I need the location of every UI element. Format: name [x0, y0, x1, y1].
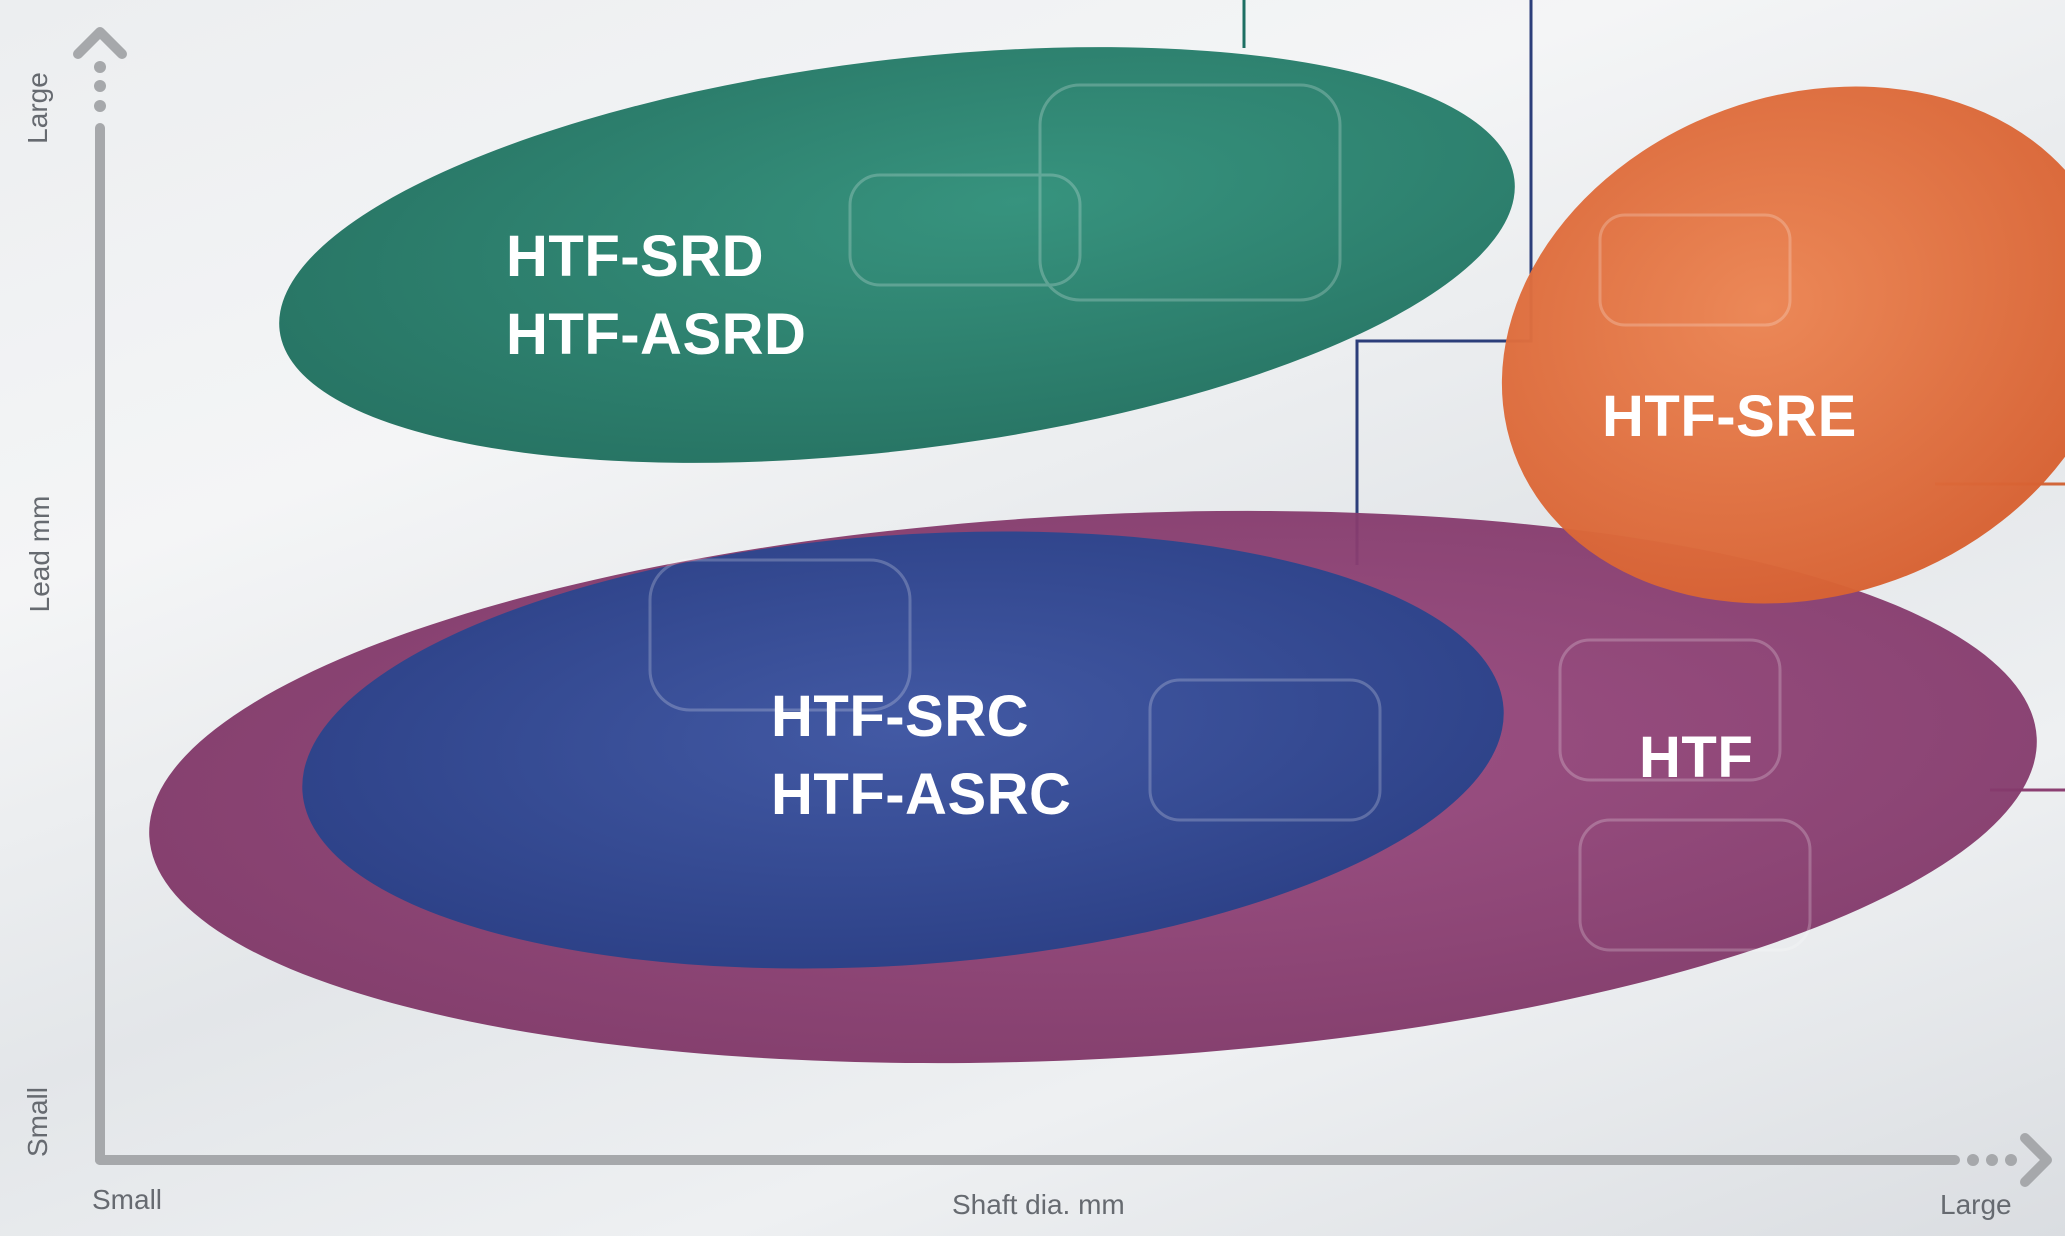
y-axis-dot — [94, 80, 106, 92]
x-axis-high-label: Large — [1940, 1189, 2012, 1220]
region-htf-src — [302, 531, 1504, 969]
x-axis-dot — [2005, 1154, 2017, 1166]
y-axis-dot — [94, 100, 106, 112]
label-line: HTF-ASRC — [771, 762, 1072, 827]
label-htf-srd: HTF-SRD HTF-ASRD — [506, 218, 806, 374]
y-axis-low-label: Small — [22, 1087, 53, 1158]
label-htf-src: HTF-SRC HTF-ASRC — [771, 678, 1071, 834]
x-axis-dot — [1967, 1154, 1979, 1166]
connector-line-blue — [1355, 0, 1533, 565]
label-line: HTF-SRC — [771, 684, 1030, 749]
region-htf-sre — [1501, 86, 2065, 604]
ball-screw-illustration — [648, 83, 1812, 952]
label-line: HTF-SRE — [1602, 384, 1857, 449]
region-htf-srd — [279, 47, 1515, 463]
y-axis-title: Lead mm — [24, 495, 55, 613]
x-axis-dot — [1986, 1154, 1998, 1166]
label-htf-sre: HTF-SRE — [1602, 378, 1857, 456]
x-axis-arrow-icon — [2020, 1133, 2052, 1187]
label-line: HTF — [1639, 725, 1754, 790]
x-axis-title: Shaft dia. mm — [952, 1189, 1125, 1220]
label-htf: HTF — [1639, 719, 1753, 797]
y-axis-dot — [94, 61, 106, 73]
x-axis-low-label: Small — [92, 1184, 163, 1215]
y-axis-arrow-icon — [73, 27, 127, 59]
label-line: HTF-SRD — [506, 224, 765, 289]
label-line: HTF-ASRD — [506, 302, 807, 367]
y-axis-high-label: Large — [22, 72, 53, 144]
